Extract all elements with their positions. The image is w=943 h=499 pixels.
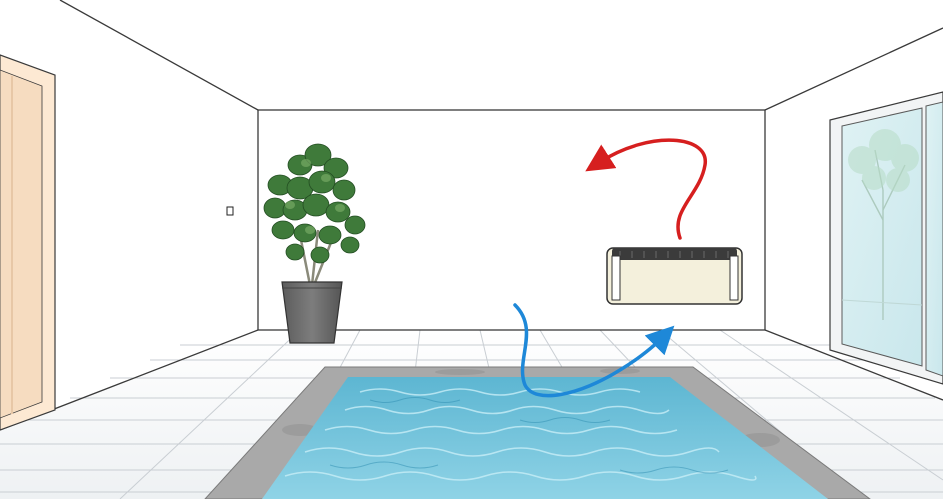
right-window xyxy=(830,92,943,384)
wall-heater xyxy=(607,248,742,304)
plant-pot xyxy=(282,282,342,343)
light-switch xyxy=(227,207,233,215)
warm-air-arrow xyxy=(600,140,705,238)
potted-plant xyxy=(264,144,365,343)
left-door xyxy=(0,55,55,430)
